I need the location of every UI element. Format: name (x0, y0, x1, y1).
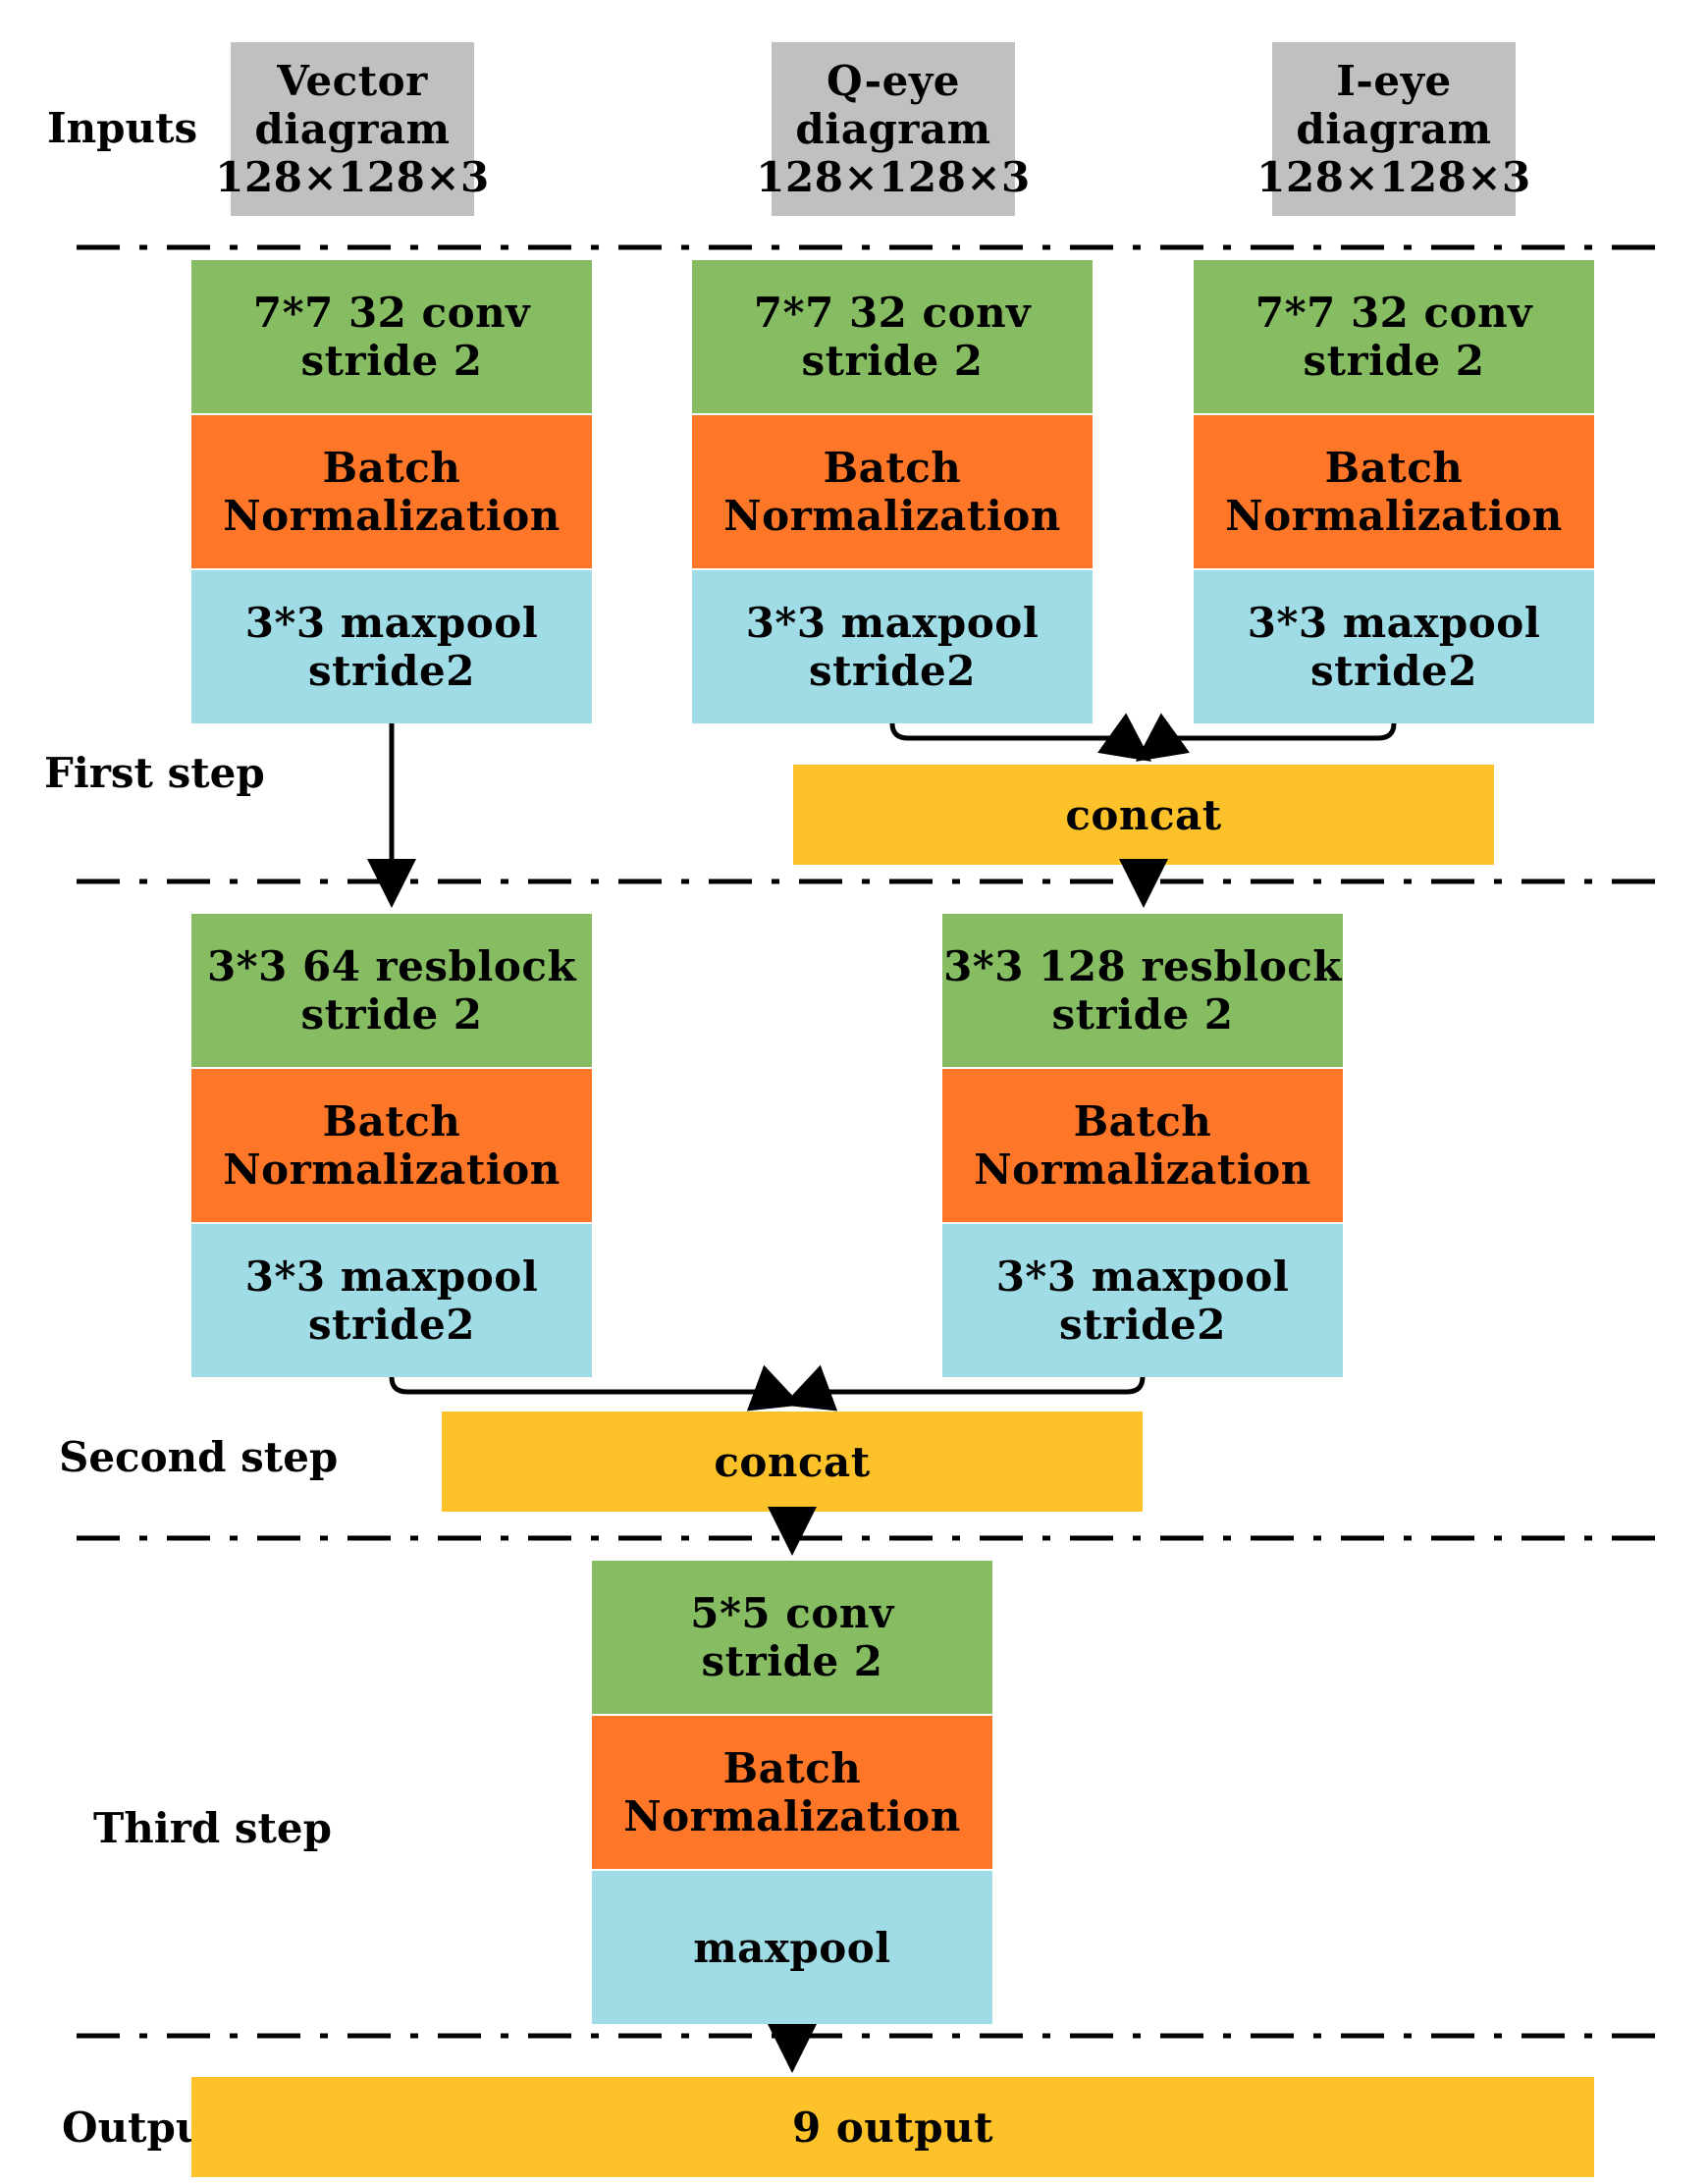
second-step-resblock-2: 3*3 128 resblock stride 2 (942, 914, 1343, 1067)
step-label-first: First step (44, 749, 265, 797)
arrow-merge-second-step-left (389, 1364, 802, 1412)
second-step-concat-block: concat (442, 1412, 1143, 1512)
first-step-batchnorm-block-3: Batch Normalization (1194, 415, 1594, 568)
first-step-concat-block: concat (793, 765, 1494, 865)
first-step-maxpool-block-3: 3*3 maxpool stride2 (1194, 570, 1594, 723)
arrow-merge-second-step-right (782, 1364, 1146, 1412)
first-step-batchnorm-block-2: Batch Normalization (692, 415, 1093, 568)
step-label-third: Third step (93, 1804, 332, 1852)
step-label-inputs: Inputs (47, 104, 198, 152)
second-step-maxpool-block-2: 3*3 maxpool stride2 (942, 1224, 1343, 1377)
first-step-conv-block-3: 7*7 32 conv stride 2 (1194, 260, 1594, 413)
third-step-batchnorm-block: Batch Normalization (592, 1716, 992, 1869)
input-qeye-diagram: Q-eye diagram 128×128×3 (756, 42, 1030, 216)
arrow-merge-first-step-right (1135, 713, 1397, 762)
second-step-batchnorm-block-2: Batch Normalization (942, 1069, 1343, 1222)
second-step-resblock-1: 3*3 64 resblock stride 2 (191, 914, 592, 1067)
output-block: 9 output (191, 2077, 1594, 2177)
third-step-conv-block: 5*5 conv stride 2 (592, 1561, 992, 1714)
first-step-maxpool-block-1: 3*3 maxpool stride2 (191, 570, 592, 723)
arrow-merge-first-step-left (889, 713, 1152, 762)
second-step-batchnorm-block-1: Batch Normalization (191, 1069, 592, 1222)
third-step-maxpool-block: maxpool (592, 1871, 992, 2024)
input-ieye-diagram: I-eye diagram 128×128×3 (1256, 42, 1530, 216)
first-step-batchnorm-block-1: Batch Normalization (191, 415, 592, 568)
first-step-conv-block-1: 7*7 32 conv stride 2 (191, 260, 592, 413)
first-step-conv-block-2: 7*7 32 conv stride 2 (692, 260, 1093, 413)
input-vector-diagram: Vector diagram 128×128×3 (215, 42, 489, 216)
step-label-second: Second step (59, 1433, 339, 1481)
first-step-maxpool-block-2: 3*3 maxpool stride2 (692, 570, 1093, 723)
second-step-maxpool-block-1: 3*3 maxpool stride2 (191, 1224, 592, 1377)
